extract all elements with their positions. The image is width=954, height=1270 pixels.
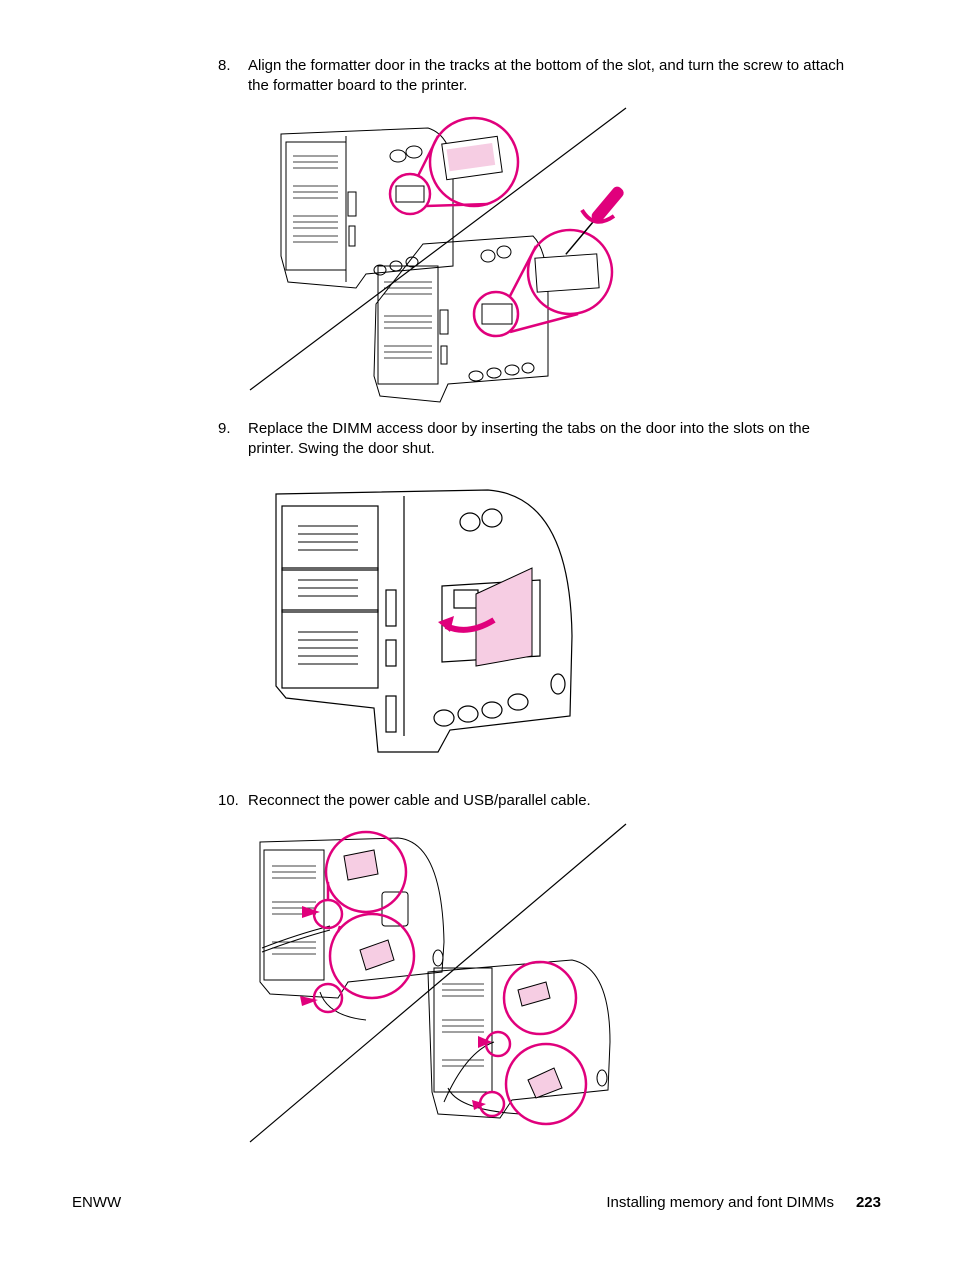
- figure-formatter-door: [249, 107, 627, 403]
- footer-section-title: Installing memory and font DIMMs: [606, 1194, 834, 1211]
- step-text: Replace the DIMM access door by insertin…: [248, 420, 810, 457]
- step-text: Reconnect the power cable and USB/parall…: [248, 792, 591, 809]
- figure-reconnect-cables: [249, 823, 627, 1143]
- step-text: Align the formatter door in the tracks a…: [248, 57, 845, 94]
- footer-right: Installing memory and font DIMMs 223: [606, 1193, 881, 1213]
- step-number: 8.: [218, 57, 231, 74]
- step-number: 10.: [218, 792, 239, 809]
- step-number: 9.: [218, 420, 231, 437]
- footer-left: ENWW: [72, 1194, 122, 1211]
- page-number: 223: [855, 1194, 881, 1211]
- figure-dimm-door: [275, 489, 573, 753]
